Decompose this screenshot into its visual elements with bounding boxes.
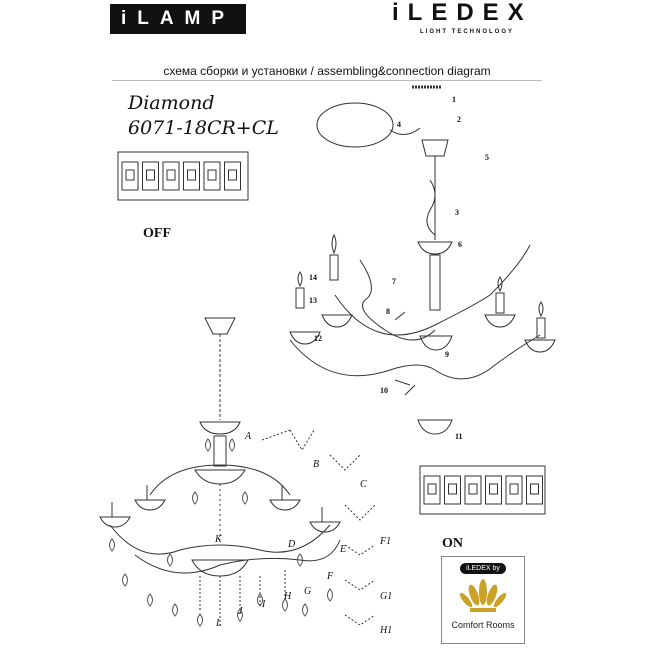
part-label: L xyxy=(216,618,222,629)
crystal-drop xyxy=(229,438,235,452)
part-label: H xyxy=(284,591,292,602)
breaker-switch xyxy=(464,475,482,505)
step-label: 14 xyxy=(309,273,317,282)
iledex-by-label: iLEDEX by xyxy=(460,563,506,574)
breaker-switch xyxy=(203,161,221,191)
breaker-toggle xyxy=(468,483,478,495)
crown-logo-icon xyxy=(459,579,507,612)
crystal-drop xyxy=(147,593,153,607)
breaker-toggle xyxy=(530,483,539,495)
comfort-rooms-name: Comfort Rooms xyxy=(451,620,515,630)
step-label: 11 xyxy=(455,432,463,441)
step-label: 2 xyxy=(457,115,461,124)
crystal-drop xyxy=(109,538,115,552)
crystal-drop xyxy=(302,603,308,617)
crystal-drop xyxy=(167,553,173,567)
breaker-toggle xyxy=(146,169,155,181)
breaker-toggle xyxy=(228,169,237,181)
breaker-switch xyxy=(142,161,159,191)
crystal-drop xyxy=(122,573,128,587)
breaker-switch xyxy=(526,475,543,505)
breaker-toggle xyxy=(207,169,217,181)
breaker-toggle xyxy=(448,483,457,495)
breaker-toggle xyxy=(427,483,437,495)
divider xyxy=(112,80,542,81)
part-label: D xyxy=(288,539,296,550)
comfort-rooms-badge: iLEDEX by Comfort Rooms xyxy=(441,556,525,644)
step-label: 8 xyxy=(386,307,390,316)
breaker-panel-on xyxy=(419,465,546,515)
step-label: 10 xyxy=(380,386,388,395)
diagram-heading: схема сборки и установки / assembling&co… xyxy=(163,64,491,78)
part-label: B xyxy=(313,459,320,470)
crystal-drop xyxy=(205,438,211,452)
on-label: ON xyxy=(442,536,463,551)
part-label: H1 xyxy=(380,625,393,636)
crystal-drop xyxy=(197,613,203,627)
breaker-switch xyxy=(224,161,241,191)
breaker-switch xyxy=(505,475,523,505)
part-label: F1 xyxy=(380,536,392,547)
crystal-drop xyxy=(242,491,248,505)
breaker-switch xyxy=(444,475,461,505)
step-label: 9 xyxy=(445,350,449,359)
part-label: A xyxy=(245,431,252,442)
step-label: 3 xyxy=(455,208,459,217)
product-model: 6071-18CR+CL xyxy=(128,117,279,139)
crystal-drop xyxy=(237,608,243,622)
part-label: G1 xyxy=(380,591,393,602)
crystal-drop xyxy=(192,491,198,505)
step-label: 4 xyxy=(397,120,401,129)
crystal-drop xyxy=(257,593,263,607)
part-label: G xyxy=(304,586,312,597)
step-label: 5 xyxy=(485,153,489,162)
part-label: J xyxy=(238,606,243,617)
crystal-drop xyxy=(327,588,333,602)
breaker-toggle xyxy=(187,169,196,181)
breaker-switch xyxy=(423,475,441,505)
breaker-switch xyxy=(162,161,180,191)
iledex-tagline: LIGHT TECHNOLOGY xyxy=(420,29,514,35)
breaker-panel-off xyxy=(117,151,249,201)
part-label: I xyxy=(262,599,266,610)
part-label: K xyxy=(215,534,222,545)
step-label: 7 xyxy=(392,277,396,286)
chandelier-assembled-view xyxy=(99,317,376,627)
crystal-drop xyxy=(282,598,288,612)
part-label: E xyxy=(340,544,347,555)
step-label: 12 xyxy=(314,334,322,343)
chandelier-exploded-view xyxy=(289,85,556,435)
step-label: 6 xyxy=(458,240,462,249)
breaker-toggle xyxy=(166,169,176,181)
breaker-toggle xyxy=(489,483,498,495)
part-label: C xyxy=(360,479,367,490)
part-label: F xyxy=(327,571,334,582)
breaker-switch xyxy=(485,475,502,505)
breaker-switch xyxy=(183,161,200,191)
step-label: 13 xyxy=(309,296,317,305)
step-label: 1 xyxy=(452,95,456,104)
breaker-toggle xyxy=(509,483,519,495)
product-name: Diamond xyxy=(128,92,215,114)
iledex-logo: iLEDEX xyxy=(392,0,533,26)
ilamp-logo: iLAMP xyxy=(110,4,246,34)
crystal-drop xyxy=(297,553,303,567)
off-label: OFF xyxy=(143,226,171,241)
breaker-switch xyxy=(121,161,139,191)
breaker-toggle xyxy=(125,169,135,181)
crystal-drop xyxy=(172,603,178,617)
